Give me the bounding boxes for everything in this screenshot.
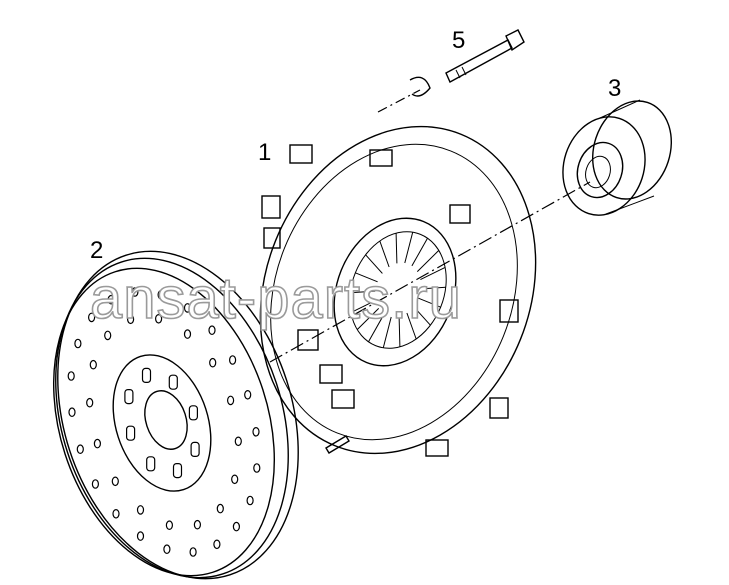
diaphragm-finger [355,272,378,283]
assembly-axis-line [269,89,591,363]
lining-hole [216,503,224,514]
pressure-plate [259,125,537,457]
damper-springs [124,367,200,479]
lining-hole [189,547,197,557]
lining-hole [91,479,100,489]
release-bearing [562,99,673,216]
diaphragm-finger [379,240,390,268]
lining-hole [244,389,252,400]
lining-hole [229,355,237,365]
diaphragm-finger [365,254,383,274]
damper-spring [190,441,200,457]
diaphragm-finger [356,308,380,330]
callout-1-pressure-plate: 1 [258,139,271,166]
lining-hole [209,357,217,368]
lining-hole [74,338,82,349]
diaphragm-finger [404,232,414,264]
diaphragm-finger [398,316,401,347]
lining-hole [68,407,76,417]
friction-lining-holes [67,287,261,557]
callout-3-release-bearing: 3 [608,75,621,102]
lining-hole [183,329,192,339]
diaphragm-finger [395,233,398,264]
lining-hole [165,520,173,530]
diaphragm-finger [411,237,428,267]
lining-hole [232,521,240,532]
cover-mounting-lugs [261,144,519,457]
damper-spring [188,405,198,421]
callout-5-bolt: 5 [452,27,465,54]
lining-hole [183,303,192,313]
lining-hole [234,436,242,447]
lining-hole [87,312,96,323]
diaphragm-finger [418,297,441,308]
lining-hole [227,395,235,406]
lining-hole [163,544,171,554]
lining-hole [193,519,201,530]
lining-hole [76,444,84,454]
lining-hole [253,463,261,473]
diaphragm-finger [350,299,376,314]
damper-spring [168,374,178,390]
diaphragm-finger [420,266,446,281]
diaphragm-finger [350,290,376,294]
diaphragm-finger [406,312,417,340]
lining-hole [136,531,145,541]
lining-hole [213,539,221,550]
lining-hole [93,438,102,449]
lining-hole [111,476,119,487]
lining-hole [89,359,97,370]
lining-hole [131,287,139,297]
callout-2-clutch-disc: 2 [90,237,103,264]
diaphragm-finger [416,250,440,272]
lining-hole [157,289,165,300]
lining-hole [67,371,75,381]
diaphragm-finger [413,306,431,326]
bolt [445,29,525,83]
lining-hole [136,505,145,515]
lining-hole [112,508,120,519]
damper-spring [172,463,183,479]
diaphragm-finger [368,313,385,343]
lining-hole [252,426,260,437]
lining-hole [231,474,239,485]
damper-spring [146,456,156,472]
lining-hole [246,495,254,506]
retaining-clip [409,76,431,97]
damper-spring [125,425,136,441]
diaphragm-spring-fingers [350,232,446,348]
watermark-text: ansat-parts.ru [90,266,462,331]
damper-spring [141,367,152,383]
diaphragm-finger [420,286,446,290]
lining-hole [86,397,94,408]
lining-hole [107,294,115,305]
lining-hole [127,314,135,325]
dowel-pin [325,435,350,454]
lining-hole [155,313,163,324]
lining-hole [104,330,112,341]
lining-hole [208,325,216,335]
diaphragm-finger [382,316,392,348]
damper-spring [124,389,134,405]
clutch-disc [52,250,299,580]
